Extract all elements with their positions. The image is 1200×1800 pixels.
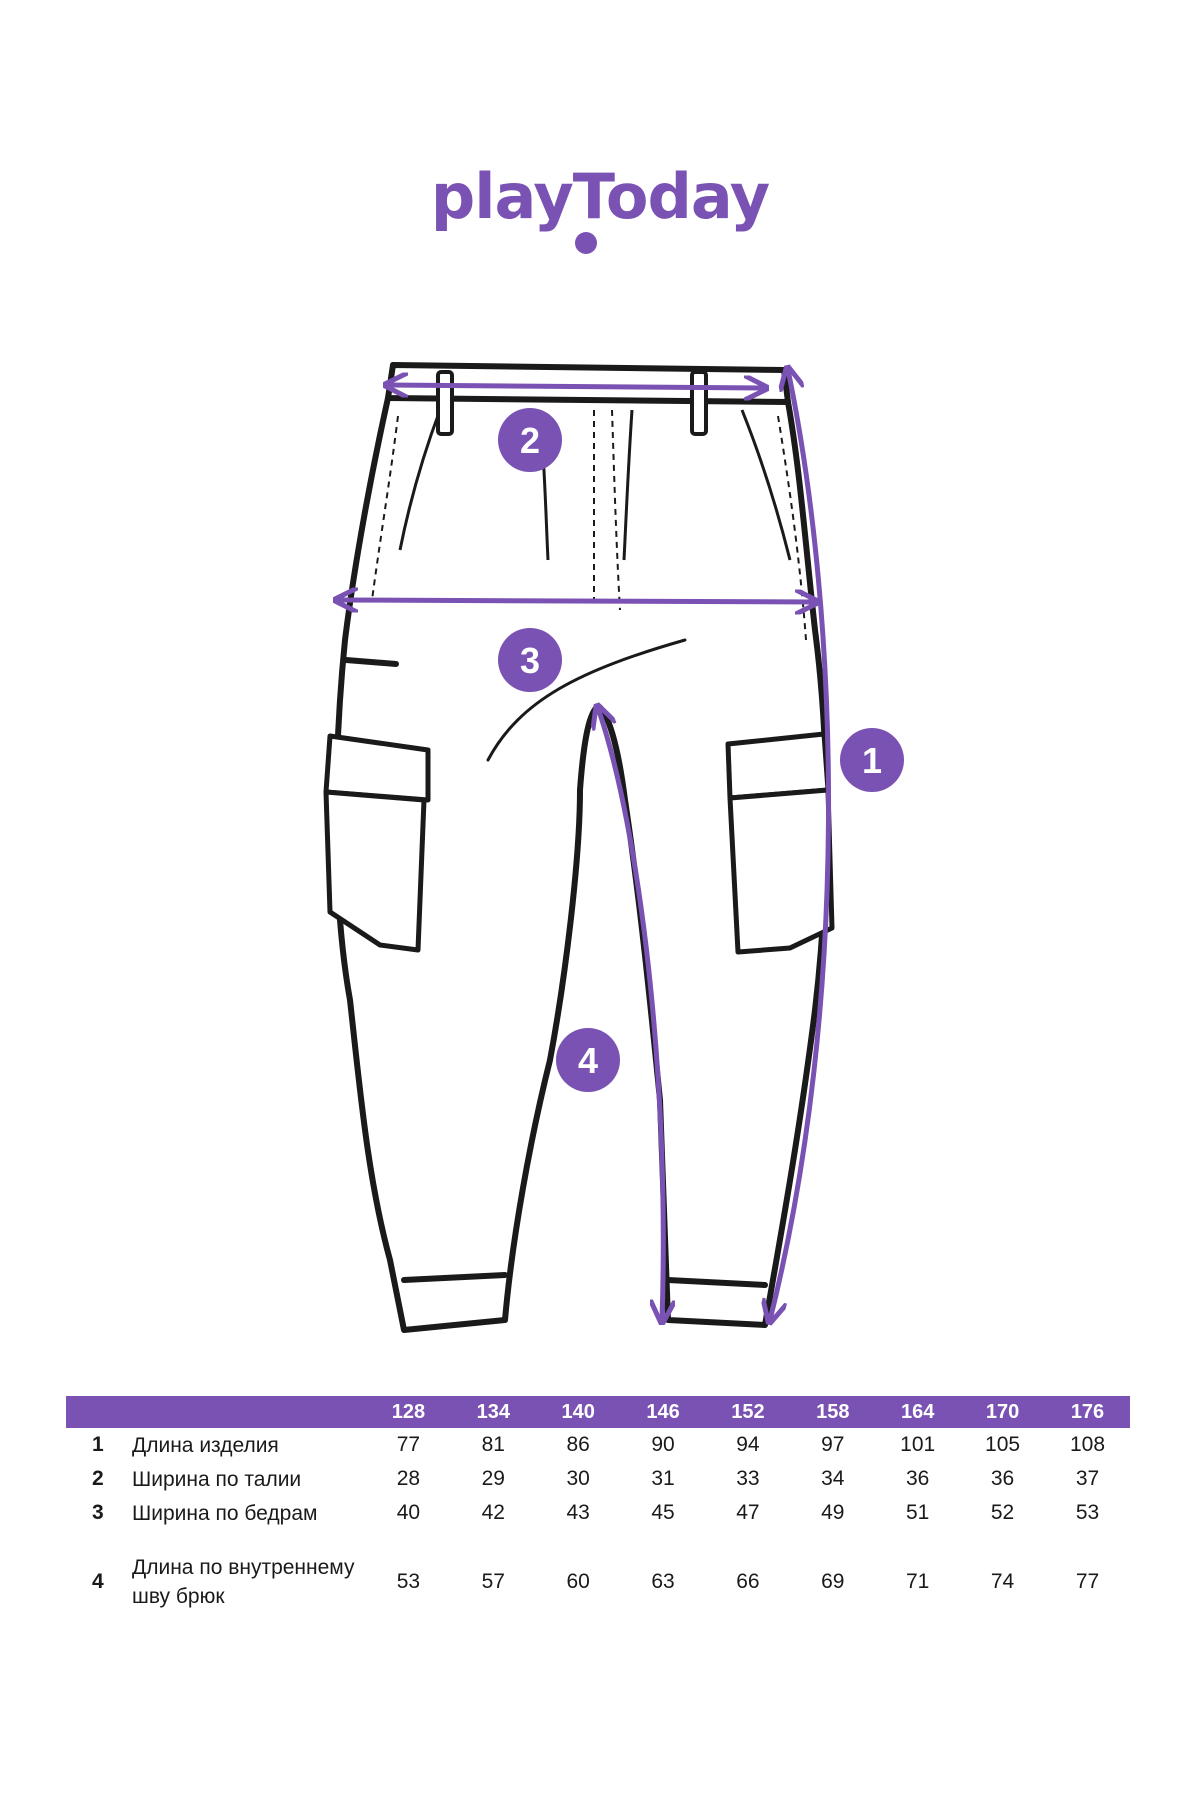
row-label: Ширина по бедрам bbox=[132, 1501, 318, 1525]
badge-1-marker: 1 bbox=[840, 728, 904, 792]
table-cell: 53 bbox=[396, 1570, 421, 1593]
badge-3: 3 bbox=[520, 640, 540, 681]
measure-line-inseam bbox=[598, 708, 663, 1320]
table-row: 3 Ширина по бедрам 40 42 43 45 47 49 51 … bbox=[66, 1496, 1130, 1530]
table-cell: 105 bbox=[985, 1433, 1021, 1456]
table-cell: 45 bbox=[651, 1501, 675, 1524]
table-cell: 40 bbox=[396, 1501, 421, 1524]
table-cell: 77 bbox=[1075, 1570, 1100, 1593]
table-cell: 60 bbox=[566, 1570, 590, 1593]
size-header-cell: 128 bbox=[366, 1396, 451, 1428]
table-cell: 94 bbox=[736, 1433, 760, 1456]
badge-3-marker: 3 bbox=[498, 628, 562, 692]
measure-line-waist bbox=[388, 385, 764, 388]
table-cell: 69 bbox=[821, 1570, 845, 1593]
table-row: 1 Длина изделия 77 81 86 90 94 97 101 10… bbox=[66, 1428, 1130, 1462]
table-row: 2 Ширина по талии 28 29 30 31 33 34 36 3… bbox=[66, 1462, 1130, 1496]
size-header-cell: 152 bbox=[705, 1396, 791, 1428]
size-header-cell: 158 bbox=[790, 1396, 876, 1428]
table-cell: 77 bbox=[396, 1433, 421, 1456]
measure-line-length bbox=[770, 370, 831, 1320]
fly-curve bbox=[486, 638, 687, 762]
size-header-cell: 146 bbox=[620, 1396, 706, 1428]
size-header-cell: 134 bbox=[450, 1396, 536, 1428]
table-cell: 47 bbox=[736, 1501, 760, 1524]
size-header-blank bbox=[130, 1396, 366, 1428]
size-header-cell: 170 bbox=[960, 1396, 1045, 1428]
table-cell: 42 bbox=[481, 1501, 505, 1524]
size-header-row: 128 134 140 146 152 158 164 170 176 bbox=[66, 1396, 1130, 1428]
table-cell: 36 bbox=[906, 1467, 930, 1490]
table-cell: 101 bbox=[900, 1433, 936, 1456]
row-number: 3 bbox=[92, 1501, 104, 1524]
table-cell: 86 bbox=[566, 1433, 590, 1456]
table-cell: 37 bbox=[1075, 1467, 1100, 1490]
table-cell: 71 bbox=[906, 1570, 930, 1593]
size-header-cell: 164 bbox=[875, 1396, 961, 1428]
table-cell: 108 bbox=[1069, 1433, 1106, 1456]
table-cell: 28 bbox=[396, 1467, 421, 1490]
row-label: Ширина по талии bbox=[132, 1467, 302, 1491]
row-number: 2 bbox=[92, 1467, 104, 1490]
table-cell: 53 bbox=[1075, 1501, 1100, 1524]
table-cell: 34 bbox=[821, 1467, 845, 1490]
size-header-cell: 176 bbox=[1045, 1396, 1130, 1428]
table-cell: 29 bbox=[481, 1467, 505, 1490]
table-row: 4 Длина по внутреннему шву брюк 53 57 60… bbox=[66, 1530, 1130, 1634]
row-label: Длина изделия bbox=[132, 1433, 279, 1457]
left-cargo-pocket bbox=[323, 733, 431, 953]
badge-4: 4 bbox=[578, 1040, 598, 1081]
badge-2-marker: 2 bbox=[498, 408, 562, 472]
brand-logo-dot bbox=[575, 232, 597, 254]
right-cargo-pocket bbox=[725, 731, 835, 955]
measure-line-hips bbox=[338, 600, 815, 602]
table-cell: 31 bbox=[651, 1467, 675, 1490]
size-table: 128 134 140 146 152 158 164 170 176 1 Дл… bbox=[66, 1396, 1130, 1634]
table-cell: 51 bbox=[906, 1501, 930, 1524]
table-cell: 66 bbox=[736, 1570, 760, 1593]
badge-2: 2 bbox=[520, 420, 540, 461]
table-cell: 81 bbox=[481, 1433, 505, 1456]
size-header-cell: 140 bbox=[535, 1396, 621, 1428]
row-number: 4 bbox=[92, 1570, 104, 1593]
badge-1: 1 bbox=[862, 740, 882, 781]
row-label: Длина по внутреннему шву брюк bbox=[132, 1556, 355, 1608]
table-cell: 97 bbox=[821, 1433, 845, 1456]
table-cell: 33 bbox=[736, 1467, 760, 1490]
stitch-lines bbox=[371, 409, 807, 641]
table-cell: 36 bbox=[990, 1467, 1015, 1490]
table-cell: 74 bbox=[990, 1570, 1015, 1593]
table-cell: 90 bbox=[651, 1433, 675, 1456]
table-cell: 49 bbox=[821, 1501, 845, 1524]
row-number: 1 bbox=[92, 1433, 104, 1456]
table-cell: 43 bbox=[566, 1501, 590, 1524]
size-header-blank bbox=[66, 1396, 130, 1428]
table-cell: 57 bbox=[481, 1570, 505, 1593]
table-cell: 30 bbox=[566, 1467, 590, 1490]
table-cell: 52 bbox=[990, 1501, 1015, 1524]
badge-4-marker: 4 bbox=[556, 1028, 620, 1092]
table-cell: 63 bbox=[651, 1570, 675, 1593]
brand-logo: playToday bbox=[430, 160, 770, 233]
